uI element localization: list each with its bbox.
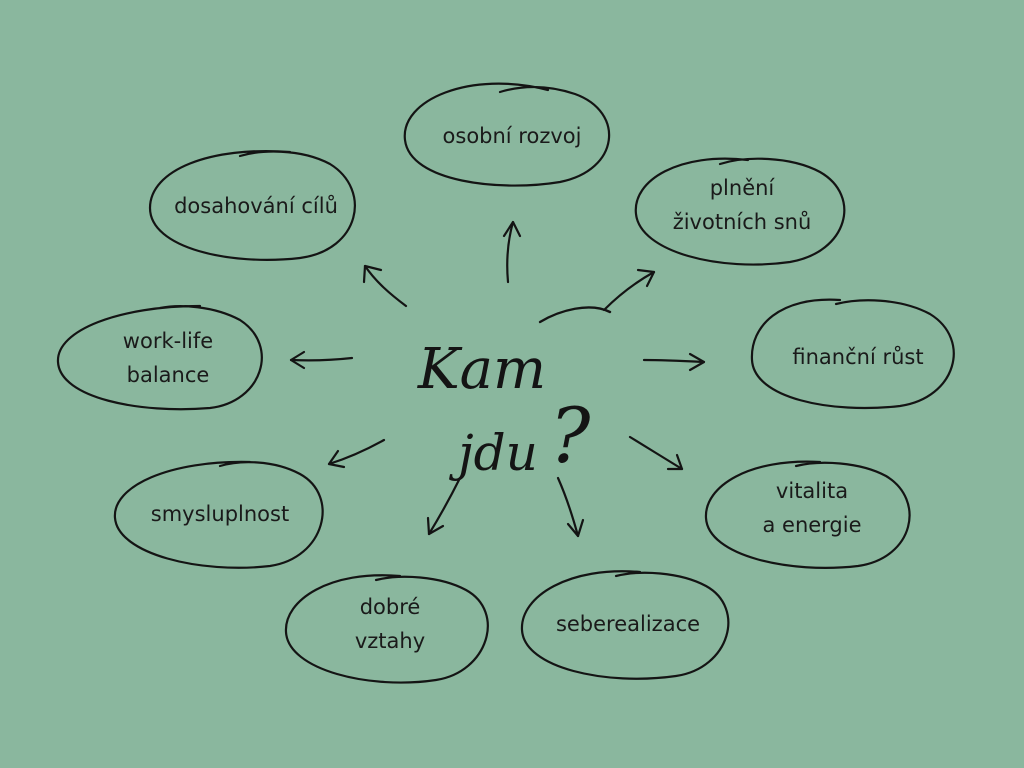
ellipse-smysluplnost (113, 460, 324, 569)
node-label: dosahování cílů (174, 194, 338, 218)
node-label: vitalita (775, 479, 849, 503)
node-label: životních snů (672, 210, 812, 234)
center-jdu: jdu (448, 424, 538, 482)
node-label: dobré (359, 595, 421, 619)
node-label: osobní rozvoj (442, 124, 582, 148)
arrow-to-dobre-vztahy (426, 476, 462, 536)
node-label: work-life (122, 329, 214, 353)
ellipse-seberealizace (520, 570, 730, 680)
node-label: plnění (709, 176, 775, 200)
node-osobni-rozvoj: osobní rozvoj (443, 119, 582, 153)
node-label: vztahy (354, 629, 426, 653)
node-vitalita: vitalita a energie (762, 474, 861, 542)
node-label: a energie (762, 513, 862, 537)
node-financni-rust: finanční růst (792, 340, 923, 374)
arrow-to-plneni-snu (602, 268, 656, 312)
node-plneni-snu: plnění životních snů (673, 171, 812, 239)
node-seberealizace: seberealizace (556, 607, 700, 641)
ellipse-dobre-vztahy (284, 574, 489, 684)
center-text: Kam jdu ? (417, 337, 592, 482)
center-kam: Kam (417, 337, 546, 402)
ellipse-osobni-rozvoj (403, 82, 611, 187)
arrow-to-osobni-rozvoj (502, 220, 522, 284)
node-label: finanční růst (792, 345, 924, 369)
node-label: balance (126, 363, 210, 387)
arrow-to-work-life (289, 350, 354, 370)
ellipse-plneni-snu (634, 157, 846, 266)
arrow-to-vitalita (628, 435, 684, 471)
arrow-to-financni-rust (642, 352, 706, 372)
node-smysluplnost: smysluplnost (151, 497, 289, 531)
node-label: seberealizace (555, 612, 701, 636)
ellipse-vitalita (704, 460, 911, 569)
node-dosahovani-cilu: dosahování cílů (174, 189, 338, 223)
arrow-to-dosahovani-cilu (362, 264, 408, 308)
arrow-to-smysluplnost (327, 438, 386, 469)
center-question-mark: ? (550, 391, 592, 480)
center-flourish (538, 306, 612, 324)
ellipse-dosahovani-cilu (148, 150, 356, 261)
arrow-to-seberealizace (556, 476, 585, 538)
node-work-life: work-life balance (123, 324, 213, 392)
node-label: smysluplnost (150, 502, 290, 526)
ellipse-work-life (56, 304, 263, 411)
node-dobre-vztahy: dobré vztahy (355, 590, 425, 658)
ellipse-financni-rust (750, 298, 955, 410)
